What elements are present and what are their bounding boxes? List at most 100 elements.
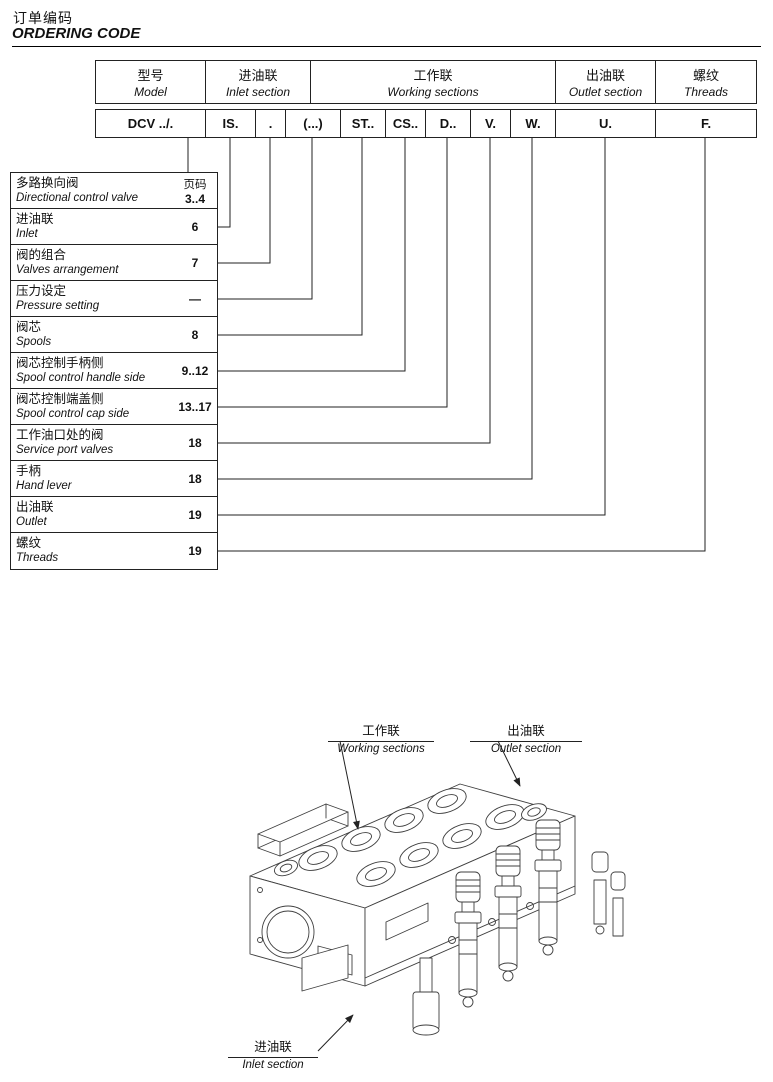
- legend-zh: 进油联: [16, 212, 54, 226]
- legend-text: 进油联 Inlet: [11, 209, 173, 244]
- legend-page: —: [173, 281, 217, 316]
- valve-isometric-drawing: [249, 783, 626, 1036]
- legend-text: 压力设定 Pressure setting: [11, 281, 173, 316]
- front-face-details: [385, 902, 534, 944]
- legend-zh: 阀芯: [16, 320, 42, 334]
- legend-table: 多路换向阀 Directional control valve 页码 3..4 …: [10, 172, 218, 570]
- legend-en: Service port valves: [16, 444, 114, 456]
- page-number: 7: [191, 255, 199, 270]
- code-cell-model: DCV ../.: [96, 110, 206, 137]
- legend-en: Valves arrangement: [16, 264, 119, 276]
- label-inlet-section-zh: 进油联: [228, 1036, 318, 1058]
- connector-lines: [187, 137, 706, 552]
- legend-text: 阀芯控制手柄侧 Spool control handle side: [11, 353, 173, 388]
- code-cell-port-valves: V.: [471, 110, 511, 137]
- legend-page: 7: [173, 245, 217, 280]
- drain-cylinder: [412, 957, 440, 1036]
- legend-en: Hand lever: [16, 480, 72, 492]
- page-number: 18: [188, 471, 202, 486]
- legend-zh: 阀的组合: [16, 248, 67, 262]
- code-cell-arrangement: .: [256, 110, 286, 137]
- code-cell-cap-side: D..: [426, 110, 471, 137]
- header-model-zh: 型号: [137, 68, 164, 83]
- ordering-code-cells: DCV ../. IS. . (...) ST.. CS.. D.. V. W.…: [95, 109, 757, 138]
- header-inlet-section: 进油联 Inlet section: [206, 61, 311, 103]
- code-cell-spool: ST..: [341, 110, 386, 137]
- legend-en: Directional control valve: [16, 192, 139, 204]
- page-column-label: 页码: [183, 178, 207, 191]
- inlet-section-leader: [317, 1014, 354, 1052]
- code-cell-hand-lever: W.: [511, 110, 556, 137]
- header-working-sections: 工作联 Working sections: [311, 61, 556, 103]
- legend-page: 19: [173, 533, 217, 569]
- legend-row-directional-valve: 多路换向阀 Directional control valve 页码 3..4: [11, 173, 217, 209]
- legend-text: 多路换向阀 Directional control valve: [11, 173, 173, 208]
- legend-en: Spool control cap side: [16, 408, 130, 420]
- code-cell-pressure: (...): [286, 110, 341, 137]
- header-inlet-zh: 进油联: [238, 68, 278, 83]
- leader-lines: [317, 740, 521, 1052]
- label-inlet-section: 进油联 Inlet section: [228, 1036, 318, 1071]
- code-cell-inlet: IS.: [206, 110, 256, 137]
- header-outlet-zh: 出油联: [585, 68, 625, 83]
- legend-text: 螺纹 Threads: [11, 533, 173, 569]
- mounting-stack: [257, 803, 349, 857]
- page-number: 13..17: [178, 399, 212, 414]
- header-threads-en: Threads: [683, 85, 729, 99]
- legend-text: 出油联 Outlet: [11, 497, 173, 532]
- legend-zh: 压力设定: [16, 284, 67, 298]
- legend-row-outlet: 出油联 Outlet 19: [11, 497, 217, 533]
- header-inlet-en: Inlet section: [225, 85, 291, 99]
- valve-body: [249, 783, 576, 987]
- legend-row-pressure-setting: 压力设定 Pressure setting —: [11, 281, 217, 317]
- legend-zh: 多路换向阀: [16, 176, 79, 190]
- legend-text: 工作油口处的阀 Service port valves: [11, 425, 173, 460]
- legend-page: 13..17: [173, 389, 217, 424]
- legend-en: Inlet: [16, 228, 38, 240]
- page-number: 8: [191, 327, 199, 342]
- legend-row-spools: 阀芯 Spools 8: [11, 317, 217, 353]
- label-outlet-section-en: Outlet section: [490, 743, 562, 755]
- ordering-code-header-row: 型号 Model 进油联 Inlet section 工作联 Working s…: [95, 60, 757, 104]
- legend-text: 手柄 Hand lever: [11, 461, 173, 496]
- spool-control-caps: [454, 819, 626, 1008]
- label-working-sections-zh: 工作联: [328, 720, 434, 742]
- header-model: 型号 Model: [96, 61, 206, 103]
- code-cell-threads: F.: [700, 116, 712, 131]
- legend-page: 18: [173, 461, 217, 496]
- legend-row-inlet: 进油联 Inlet 6: [11, 209, 217, 245]
- legend-zh: 手柄: [16, 464, 42, 478]
- legend-text: 阀的组合 Valves arrangement: [11, 245, 173, 280]
- page-number: —: [189, 291, 201, 306]
- legend-zh: 阀芯控制手柄侧: [16, 356, 104, 370]
- legend-zh: 阀芯控制端盖侧: [16, 392, 104, 406]
- code-cell-outlet: U.: [556, 110, 656, 137]
- legend-page: 19: [173, 497, 217, 532]
- legend-page: 9..12: [173, 353, 217, 388]
- legend-zh: 螺纹: [16, 536, 42, 550]
- page-number: 18: [188, 435, 202, 450]
- header-working-en: Working sections: [387, 85, 479, 99]
- page-number: 9..12: [181, 363, 209, 378]
- legend-en: Spools: [16, 336, 52, 348]
- page-number: 19: [188, 507, 202, 522]
- legend-en: Pressure setting: [16, 300, 100, 312]
- header-threads: 螺纹 Threads: [656, 61, 756, 103]
- page-number: 6: [191, 219, 199, 234]
- page-title-en: ORDERING CODE: [12, 25, 141, 42]
- legend-row-hand-lever: 手柄 Hand lever 18: [11, 461, 217, 497]
- header-model-en: Model: [134, 85, 167, 99]
- label-inlet-section-en: Inlet section: [242, 1059, 304, 1071]
- label-outlet-section-zh: 出油联: [470, 720, 582, 742]
- label-outlet-section: 出油联 Outlet section: [470, 720, 582, 755]
- page-number: 19: [188, 544, 202, 558]
- legend-en: Threads: [16, 552, 59, 564]
- legend-row-service-port-valves: 工作油口处的阀 Service port valves 18: [11, 425, 217, 461]
- legend-zh: 出油联: [16, 500, 54, 514]
- legend-text: 阀芯 Spools: [11, 317, 173, 352]
- code-cell-handle-side: CS..: [386, 110, 426, 137]
- legend-row-spool-control-cap-side: 阀芯控制端盖侧 Spool control cap side 13..17: [11, 389, 217, 425]
- legend-text: 阀芯控制端盖侧 Spool control cap side: [11, 389, 173, 424]
- legend-page: 页码 3..4: [173, 173, 217, 208]
